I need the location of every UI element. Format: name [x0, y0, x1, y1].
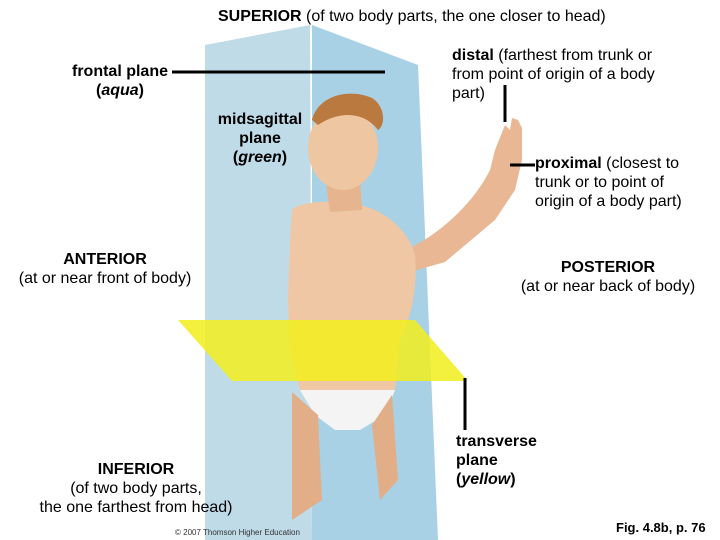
distal-line1: (farthest from trunk or — [493, 47, 653, 64]
transverse-line1: transverse — [456, 433, 537, 450]
figure-reference-text: Fig. 4.8b, p. 76 — [616, 520, 706, 535]
posterior-label: POSTERIOR (at or near back of body) — [508, 258, 708, 296]
transverse-plane-label: transverse plane (yellow) — [456, 432, 537, 489]
proximal-label: proximal (closest to trunk or to point o… — [535, 154, 682, 211]
distal-line3: part) — [452, 85, 485, 102]
midsagittal-plane-label: midsagittal plane (green) — [210, 110, 310, 167]
transverse-line2: plane — [456, 452, 498, 469]
transverse-close-paren: ) — [510, 471, 516, 488]
frontal-plane-color: aqua — [101, 82, 139, 99]
frontal-plane-line1: frontal plane — [71, 63, 168, 80]
anterior-desc: (at or near front of body) — [18, 270, 192, 287]
superior-desc: (of two body parts, the one closer to he… — [301, 8, 606, 25]
transverse-plane — [178, 320, 468, 381]
midsagittal-line2: plane — [239, 130, 281, 147]
frontal-close-paren: ) — [138, 82, 144, 99]
proximal-line2: trunk or to point of — [535, 174, 664, 191]
distal-term: distal — [452, 47, 494, 64]
frontal-open-paren: ( — [96, 82, 102, 99]
transverse-color: yellow — [461, 471, 511, 488]
anterior-term: ANTERIOR — [63, 251, 147, 268]
inferior-line2: (of two body parts, — [70, 480, 202, 497]
transverse-open-paren: ( — [456, 471, 462, 488]
copyright-text: © 2007 Thomson Higher Education — [175, 528, 300, 537]
frontal-plane-label: frontal plane (aqua) — [60, 62, 180, 100]
frontal-plane — [205, 25, 312, 540]
distal-line2: from point of origin of a body — [452, 66, 655, 83]
distal-label: distal (farthest from trunk or from poin… — [452, 46, 655, 103]
inferior-label: INFERIOR (of two body parts, the one far… — [22, 460, 250, 517]
proximal-line3: origin of a body part) — [535, 193, 682, 210]
midsagittal-open-paren: ( — [232, 149, 239, 166]
posterior-term: POSTERIOR — [560, 259, 656, 276]
proximal-term: proximal — [535, 155, 602, 172]
proximal-line1: (closest to — [601, 155, 680, 172]
inferior-line3: the one farthest from head) — [39, 499, 233, 516]
superior-term: SUPERIOR — [218, 8, 302, 25]
midsagittal-close-paren: ) — [281, 149, 288, 166]
posterior-desc: (at or near back of body) — [520, 278, 696, 295]
midsagittal-color: green — [238, 149, 282, 166]
anterior-label: ANTERIOR (at or near front of body) — [5, 250, 205, 288]
superior-label: SUPERIOR (of two body parts, the one clo… — [218, 7, 606, 26]
figure-reference: Fig. 4.8b, p. 76 — [616, 520, 706, 535]
inferior-term: INFERIOR — [97, 461, 175, 478]
midsagittal-line1: midsagittal — [217, 111, 303, 128]
